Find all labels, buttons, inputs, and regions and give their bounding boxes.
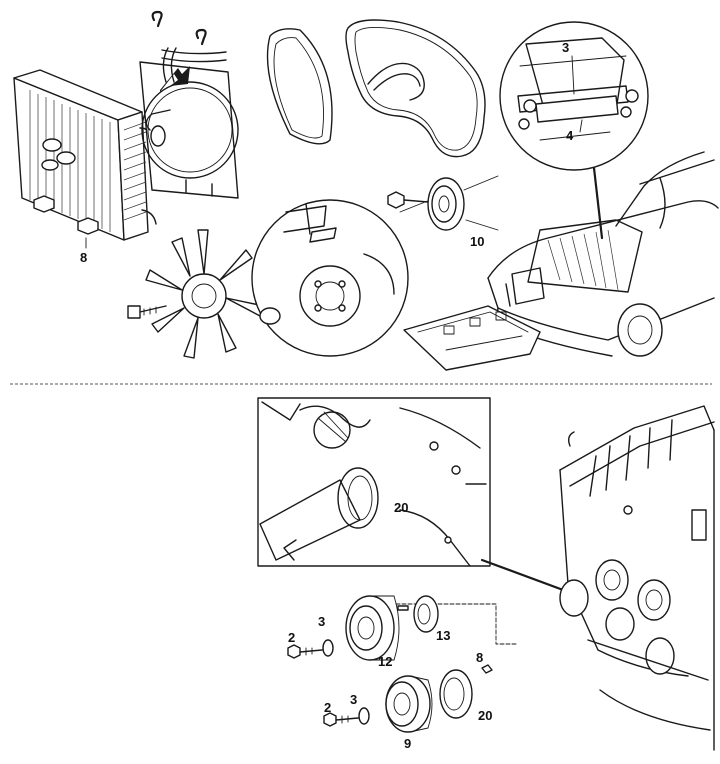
callout-12-pulley: 12 bbox=[378, 654, 392, 669]
callout-3-washer-b: 3 bbox=[350, 692, 357, 707]
washer-a bbox=[322, 639, 334, 657]
bolt-b bbox=[323, 712, 359, 727]
washer-b bbox=[358, 707, 370, 725]
seal-ring bbox=[397, 595, 439, 633]
callout-20-seal: 20 bbox=[478, 708, 492, 723]
lower-guard bbox=[403, 305, 541, 371]
direction-arrow bbox=[160, 66, 190, 92]
gear-pulley bbox=[385, 675, 433, 733]
car-front bbox=[487, 151, 719, 357]
assembly-line bbox=[395, 603, 519, 645]
bolt-a bbox=[287, 644, 323, 659]
callout-20-detail: 20 bbox=[394, 500, 408, 515]
callout-8-key: 8 bbox=[476, 650, 483, 665]
fan-shroud bbox=[139, 61, 239, 199]
detail-box-crankshaft bbox=[257, 397, 491, 567]
fan-bolt bbox=[127, 305, 167, 319]
engine-block bbox=[559, 405, 715, 751]
callout-10-pulley: 10 bbox=[470, 234, 484, 249]
callout-13-seal: 13 bbox=[436, 628, 450, 643]
callout-2-bolt-b: 2 bbox=[324, 700, 331, 715]
detail-circle-bracket bbox=[499, 21, 649, 171]
callout-3-bracket: 3 bbox=[562, 40, 569, 55]
crank-seal bbox=[439, 669, 473, 719]
crank-pulley bbox=[345, 595, 400, 661]
woodruff-key bbox=[481, 664, 493, 674]
pump-pulley bbox=[427, 177, 465, 231]
callout-2-bolt-a: 2 bbox=[288, 630, 295, 645]
fan-ring bbox=[266, 28, 333, 145]
callout-3-washer-a: 3 bbox=[318, 614, 325, 629]
detail-circle-pulley bbox=[251, 199, 409, 357]
drive-belt bbox=[345, 19, 486, 158]
fan-blades bbox=[145, 229, 265, 359]
pulley-bolt bbox=[387, 191, 429, 209]
callout-4-bracket: 4 bbox=[566, 128, 574, 143]
callout-9-pulley: 9 bbox=[404, 736, 411, 751]
radiator bbox=[13, 69, 157, 241]
shroud-clips bbox=[151, 10, 227, 83]
callout-8-mount: 8 bbox=[80, 250, 87, 265]
radiator-mounts bbox=[33, 195, 99, 249]
